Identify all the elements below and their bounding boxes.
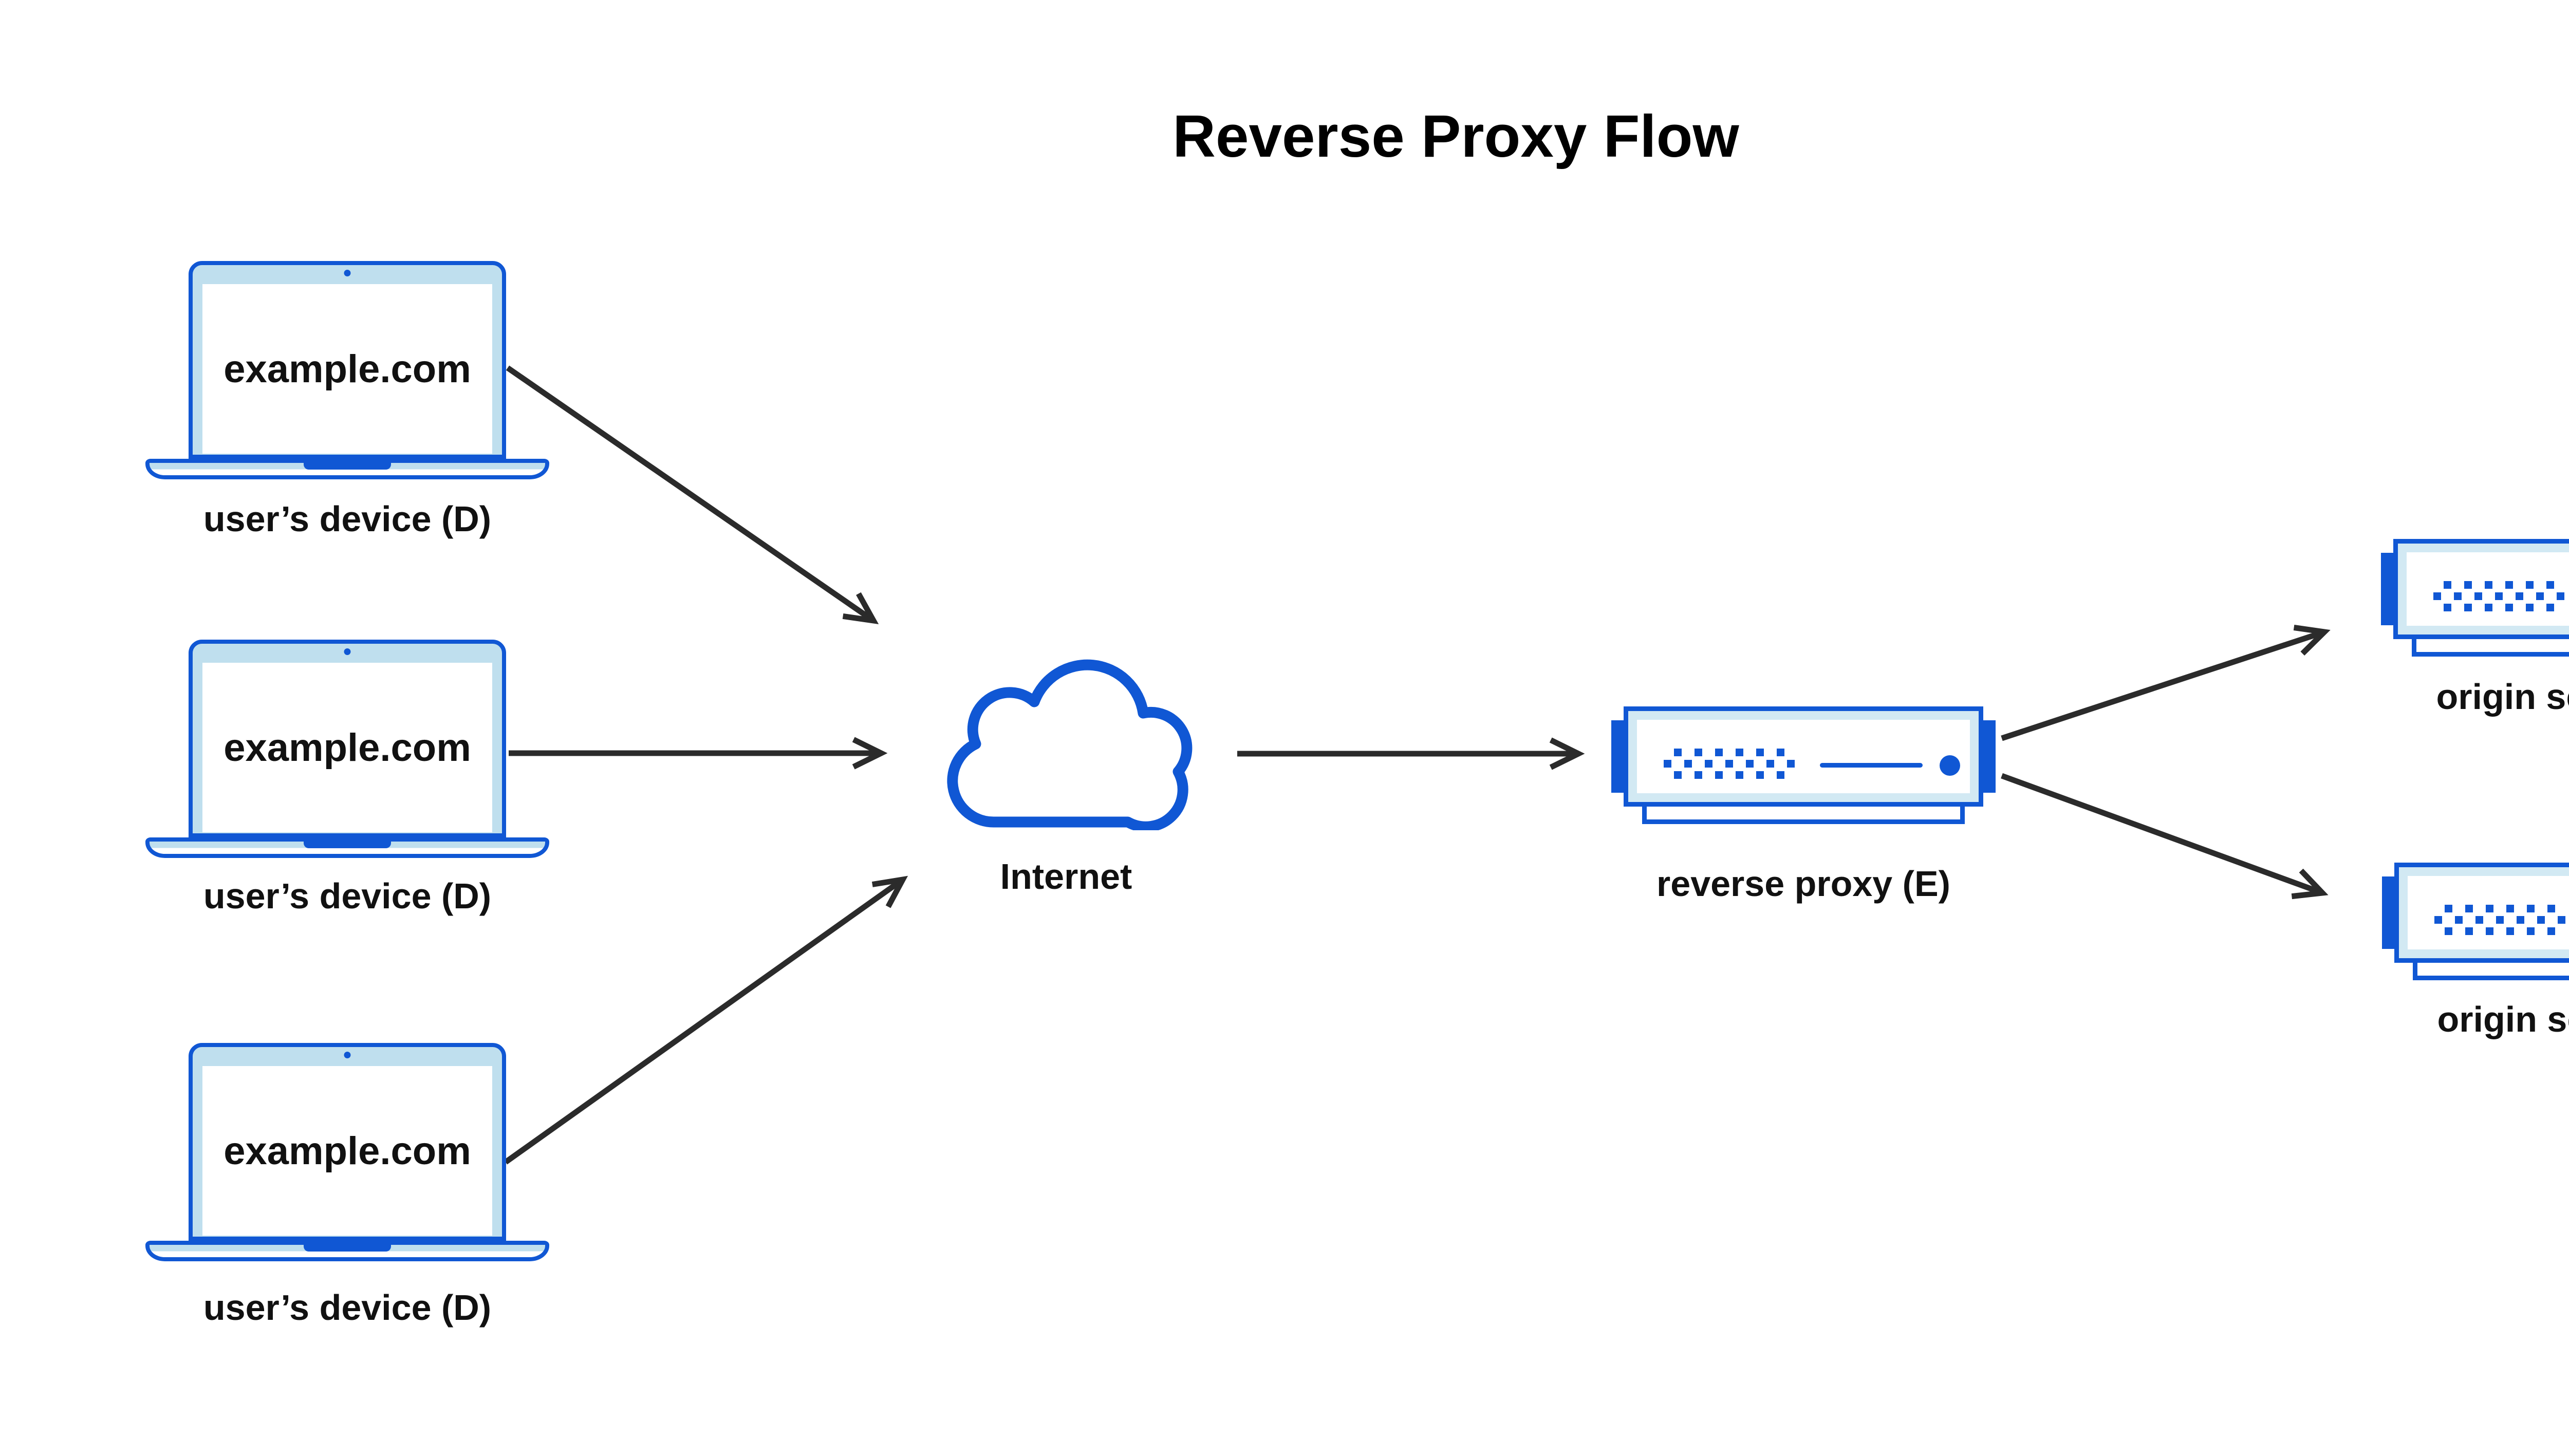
server-led-icon xyxy=(1940,755,1960,776)
laptop-screen-icon: example.com xyxy=(189,1043,506,1241)
server-front-panel xyxy=(2407,552,2569,626)
user-device-node-2: example.com user’s device (D) xyxy=(145,640,549,914)
internet-node: Internet xyxy=(922,652,1210,894)
server-chassis-icon xyxy=(2393,539,2569,639)
laptop-camera-icon xyxy=(344,1052,351,1058)
server-base-icon xyxy=(2412,639,2569,657)
laptop-base-icon xyxy=(145,1241,549,1261)
laptop-display-panel: example.com xyxy=(202,284,492,454)
device-label: user’s device (D) xyxy=(203,876,492,916)
user-device-node-1: example.com user’s device (D) xyxy=(145,261,549,537)
page-title: Reverse Proxy Flow xyxy=(1172,103,1739,170)
origin-server-node-1: origin server (F) xyxy=(2381,539,2569,715)
reverse-proxy-node: reverse proxy (E) xyxy=(1611,706,1996,902)
laptop-display-panel: example.com xyxy=(202,663,492,832)
arrow-user-device-3-to-internet xyxy=(504,877,905,1165)
laptop-base-icon xyxy=(145,837,549,858)
arrowhead-icon xyxy=(871,875,908,908)
laptop-base-icon xyxy=(145,459,549,479)
server-base-icon xyxy=(2413,963,2569,980)
laptop-camera-icon xyxy=(344,270,351,276)
server-front-panel xyxy=(2408,876,2569,949)
device-label: user’s device (D) xyxy=(203,499,492,539)
server-chassis-icon xyxy=(1624,706,1983,807)
origin-server-label: origin server (F) xyxy=(2437,999,2569,1039)
user-device-node-3: example.com user’s device (D) xyxy=(145,1043,549,1326)
cloud-icon xyxy=(947,659,1193,830)
laptop-notch-icon xyxy=(304,842,391,848)
laptop-display-panel: example.com xyxy=(202,1066,492,1236)
arrow-user-device-1-to-internet xyxy=(506,365,876,623)
server-slot-line-icon xyxy=(1820,763,1923,768)
origin-server-label: origin server (F) xyxy=(2436,677,2569,717)
device-screen-url: example.com xyxy=(224,725,471,770)
origin-server-node-2: origin server (F) xyxy=(2382,863,2569,1037)
device-label: user’s device (D) xyxy=(203,1287,492,1328)
server-front-panel xyxy=(1637,720,1970,793)
laptop-notch-icon xyxy=(304,1245,391,1252)
server-vent-dots-icon xyxy=(2434,905,2568,939)
arrowhead-icon xyxy=(1549,737,1585,770)
arrowhead-icon xyxy=(2293,625,2331,656)
server-vent-dots-icon xyxy=(2433,581,2567,615)
arrowhead-icon xyxy=(842,592,879,625)
arrowhead-icon xyxy=(2291,868,2329,900)
device-screen-url: example.com xyxy=(224,347,471,391)
arrow-reverse-proxy-to-origin-server-1 xyxy=(2001,629,2325,741)
server-vent-dots-icon xyxy=(1664,749,1797,782)
laptop-camera-icon xyxy=(344,648,351,655)
laptop-notch-icon xyxy=(304,463,391,470)
reverse-proxy-label: reverse proxy (E) xyxy=(1656,864,1950,904)
laptop-screen-icon: example.com xyxy=(189,261,506,459)
arrow-reverse-proxy-to-origin-server-2 xyxy=(2001,773,2323,896)
arrowhead-icon xyxy=(852,737,888,770)
device-screen-url: example.com xyxy=(224,1129,471,1173)
internet-label: Internet xyxy=(1000,856,1132,897)
server-base-icon xyxy=(1642,807,1965,824)
server-chassis-icon xyxy=(2394,863,2569,963)
laptop-screen-icon: example.com xyxy=(189,640,506,837)
